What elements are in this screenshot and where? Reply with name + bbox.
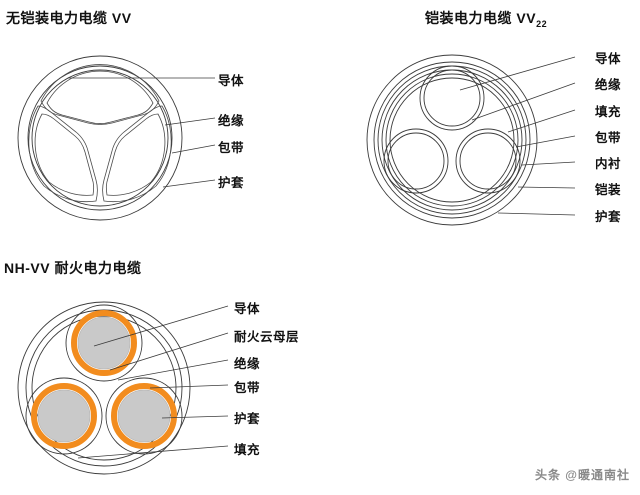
mica-ring-core-2 [31, 383, 97, 449]
armor-outer-circle [377, 65, 527, 215]
bedding-circle [385, 73, 519, 207]
tape-circle [389, 77, 515, 203]
sheath-inner-circle [27, 65, 173, 211]
diagram-armored-vv22: 铠装电力电缆 VV22 [320, 0, 640, 250]
conductor-circle-core-3 [459, 132, 517, 190]
label-unarmored-insulation: 绝缘 [218, 114, 245, 128]
leader-line-tape [515, 135, 576, 148]
insulation-circle-core-3 [105, 377, 183, 455]
cable-cross-section-armored [366, 54, 576, 226]
leader-line-insulation [117, 359, 229, 381]
label-fire-filler: 填充 [234, 443, 261, 457]
insulation-outline-core-3 [102, 105, 172, 202]
cable-cross-section-unarmored [17, 55, 216, 221]
conductor-outline-core-1 [46, 70, 154, 124]
leader-line-filler [507, 109, 576, 133]
core-group-unarmored [28, 64, 172, 202]
diagram-unarmored-vv: 无铠装电力电缆 VV [0, 0, 320, 250]
label-armored-conductor: 导体 [595, 52, 622, 66]
leader-line-insulation [164, 117, 216, 126]
diagram-title-armored-subscript: 22 [536, 18, 548, 29]
diagram-title-armored-text: 铠装电力电缆 VV [425, 10, 537, 26]
insulation-circle-core-2 [383, 128, 449, 194]
core-group-fire-resistant [25, 304, 183, 455]
insulation-circle-core-1 [65, 304, 143, 382]
leader-line-sheath [497, 212, 576, 216]
label-armored-tape: 包带 [595, 131, 622, 145]
insulation-circle-core-3 [455, 128, 521, 194]
sheath-outer-circle [17, 55, 183, 221]
label-armored-filler: 填充 [595, 105, 622, 119]
conductor-circle-core-1 [423, 69, 481, 127]
label-unarmored-sheath: 护套 [218, 176, 245, 190]
label-armored-sheath: 护套 [595, 210, 622, 224]
insulation-circle-core-2 [25, 377, 103, 455]
label-armored-bedding: 内衬 [595, 157, 622, 171]
watermark: 头条 @暖通南社 [534, 468, 630, 482]
label-unarmored-conductor: 导体 [218, 74, 245, 88]
label-fire-insulation: 绝缘 [234, 357, 261, 371]
mica-ring-core-1 [71, 310, 137, 376]
label-fire-mica-layer: 耐火云母层 [234, 330, 300, 344]
insulation-outline-core-2 [28, 105, 98, 202]
conductor-circle-core-3 [117, 389, 171, 443]
leader-line-sheath [162, 179, 216, 188]
diagram-fire-resistant: NH-VV 耐火电力电缆 [0, 250, 340, 495]
leader-line-tape [149, 384, 229, 389]
leader-line-filler [77, 445, 229, 459]
label-fire-conductor: 导体 [234, 302, 261, 316]
conductor-outline-core-2 [34, 113, 95, 196]
conductor-circle-core-2 [37, 389, 91, 443]
label-fire-tape: 包带 [234, 381, 261, 395]
label-fire-sheath: 护套 [234, 412, 261, 426]
armor-inner-circle [381, 69, 523, 211]
leader-line-tape [171, 144, 216, 154]
core-group-armored [383, 65, 521, 194]
label-unarmored-tape: 包带 [218, 141, 245, 155]
sheath-outer-circle [17, 301, 191, 475]
label-armored-armor: 铠装 [595, 183, 622, 197]
leader-line-armor [517, 186, 576, 189]
leader-line-conductor [459, 56, 576, 91]
tape-circle [31, 69, 169, 207]
conductor-circle-core-2 [387, 132, 445, 190]
cable-cross-section-fire-resistant [17, 301, 229, 475]
leader-line-sheath [161, 415, 229, 419]
insulation-circle-core-1 [419, 65, 485, 131]
leader-line-conductor [93, 305, 229, 347]
label-armored-insulation: 绝缘 [595, 78, 622, 92]
leader-line-insulation [471, 82, 576, 121]
diagram-title-unarmored: 无铠装电力电缆 VV [6, 10, 132, 26]
sheath-outer-circle [366, 54, 538, 226]
sheath-inner-circle [373, 61, 531, 219]
insulation-outline-core-1 [40, 64, 160, 137]
mica-ring-core-3 [111, 383, 177, 449]
leader-line-mica [109, 332, 229, 371]
diagram-title-armored: 铠装电力电缆 VV22 [425, 8, 547, 29]
leader-line-bedding [521, 161, 576, 166]
diagram-title-fire-resistant: NH-VV 耐火电力电缆 [4, 260, 142, 276]
conductor-outline-core-3 [105, 113, 166, 196]
